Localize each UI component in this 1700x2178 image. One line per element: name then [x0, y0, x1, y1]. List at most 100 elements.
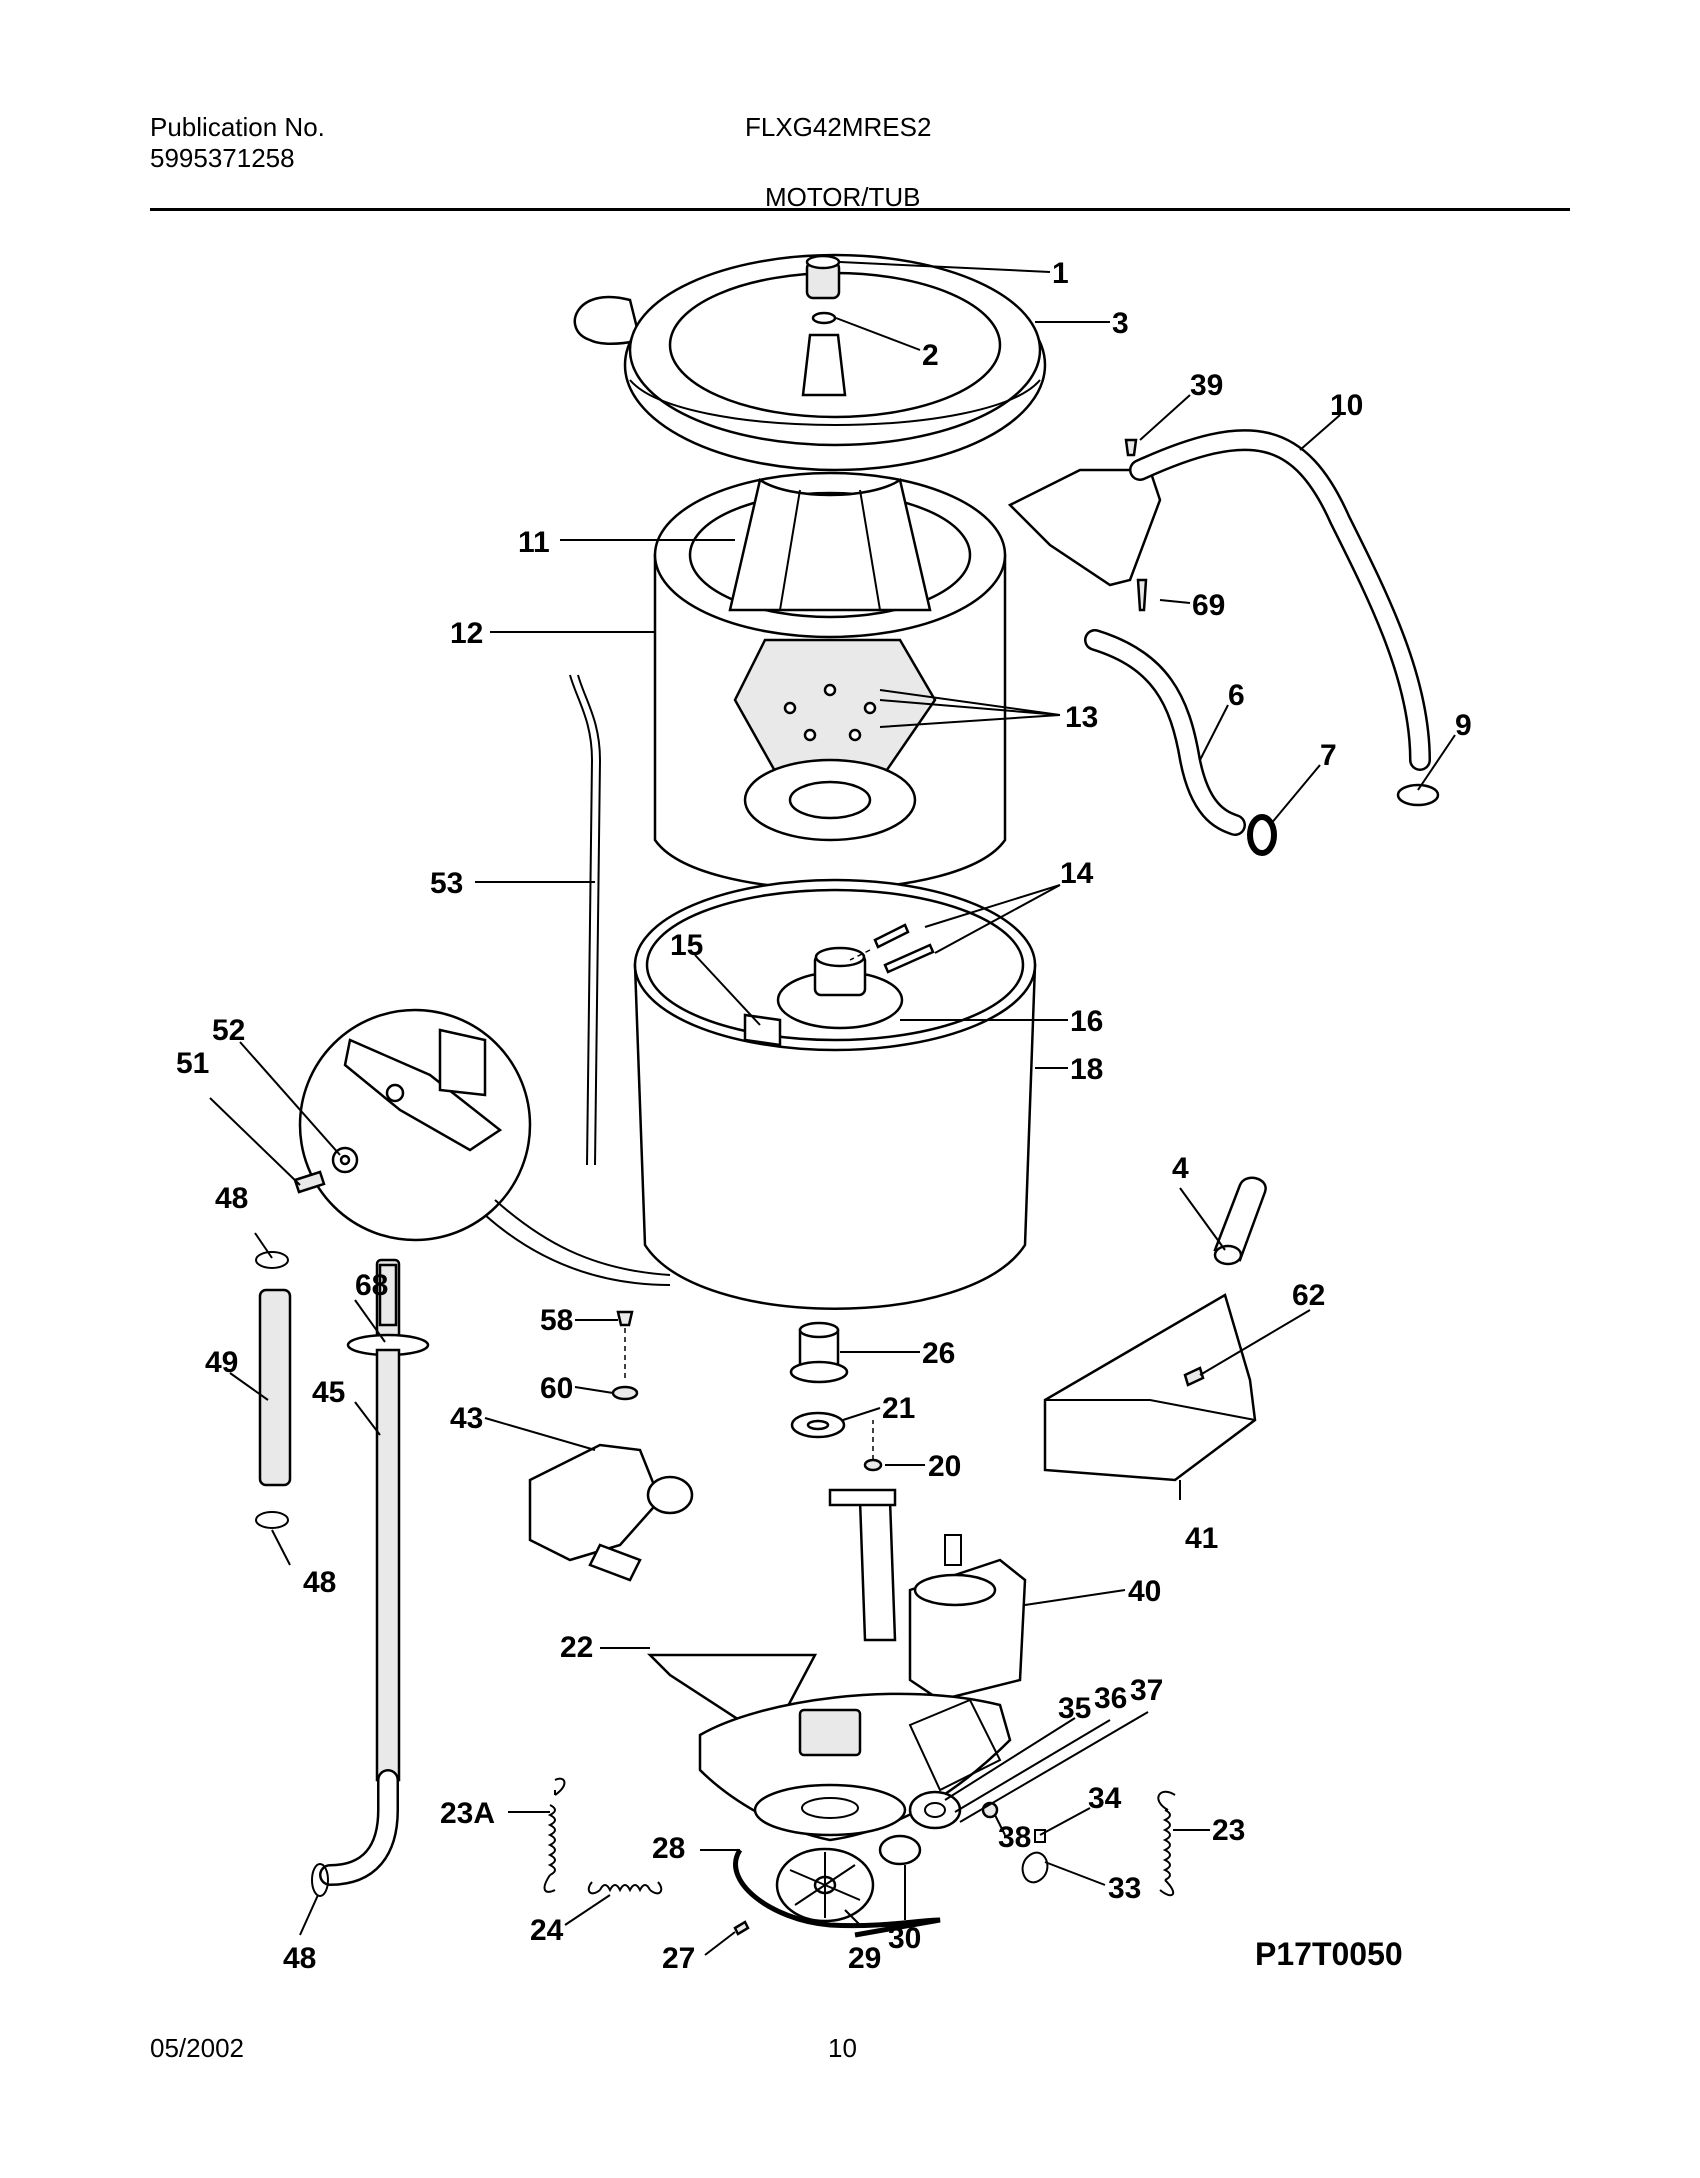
callout-68: 68 — [355, 1269, 388, 1302]
callout-numbers: 1 2 3 39 10 11 69 12 13 6 9 7 53 14 15 1… — [176, 257, 1472, 1975]
washer-60 — [611, 1385, 639, 1401]
callout-16: 16 — [1070, 1005, 1103, 1038]
callout-53: 53 — [430, 867, 463, 900]
page-number: 10 — [828, 2033, 857, 2063]
capacitor-cover — [1043, 1293, 1257, 1482]
capacitor — [1213, 1176, 1267, 1266]
agitator-cap — [805, 254, 841, 300]
tub-seal — [776, 946, 904, 1030]
seal-washer — [811, 311, 837, 325]
screw-51 — [293, 1170, 326, 1194]
callout-43: 43 — [450, 1402, 483, 1435]
callout-14: 14 — [1060, 857, 1094, 890]
callout-48-bottom: 48 — [283, 1942, 316, 1975]
callout-52: 52 — [212, 1014, 245, 1047]
spring-33-34 — [1021, 1829, 1049, 1884]
callout-28: 28 — [652, 1832, 685, 1865]
callout-2: 2 — [922, 339, 939, 372]
section-title: MOTOR/TUB — [765, 182, 921, 212]
callout-15: 15 — [670, 929, 703, 962]
callout-39: 39 — [1190, 369, 1223, 402]
leader-lines — [209, 261, 1456, 1956]
callout-6: 6 — [1228, 679, 1245, 712]
drain-hose — [1086, 631, 1244, 834]
callout-48-middle: 48 — [303, 1566, 336, 1599]
callout-23a: 23A — [440, 1797, 495, 1830]
header-rule — [150, 208, 1570, 211]
callout-22: 22 — [560, 1631, 593, 1664]
belt-28 — [733, 1848, 941, 1938]
callout-60: 60 — [540, 1372, 573, 1405]
footer-date: 05/2002 — [150, 2033, 244, 2063]
callout-21: 21 — [882, 1392, 915, 1425]
callout-20: 20 — [928, 1450, 961, 1483]
mounting-base — [646, 1488, 1012, 1842]
callout-26: 26 — [922, 1337, 955, 1370]
agitator-post — [801, 333, 847, 397]
callout-11: 11 — [518, 526, 550, 559]
detail-inset — [298, 1008, 671, 1286]
callout-36: 36 — [1094, 1682, 1127, 1715]
callout-49: 49 — [205, 1346, 238, 1379]
fill-nozzle — [1007, 468, 1162, 587]
callout-30: 30 — [888, 1922, 921, 1955]
callout-27: 27 — [662, 1942, 695, 1975]
drawing-code: P17T0050 — [1255, 1936, 1403, 1972]
hose-clamp-9 — [1396, 783, 1440, 807]
callout-41: 41 — [1185, 1522, 1218, 1555]
screw-20 — [863, 1420, 883, 1472]
callout-62: 62 — [1292, 1279, 1325, 1312]
callout-18: 18 — [1070, 1053, 1103, 1086]
callout-4: 4 — [1172, 1152, 1189, 1185]
hose-clamps-48 — [255, 1251, 329, 1897]
washer-21 — [790, 1411, 846, 1439]
callout-10: 10 — [1330, 389, 1363, 422]
callout-34: 34 — [1088, 1782, 1122, 1815]
callout-12: 12 — [450, 617, 483, 650]
callout-40: 40 — [1128, 1575, 1161, 1608]
drain-pump — [528, 1443, 694, 1582]
callout-35: 35 — [1058, 1692, 1091, 1725]
callout-37: 37 — [1130, 1674, 1163, 1707]
callout-33: 33 — [1108, 1872, 1141, 1905]
hose-coupling-49 — [258, 1288, 292, 1487]
callout-13: 13 — [1065, 701, 1098, 734]
callout-48-top: 48 — [215, 1182, 248, 1215]
motor — [908, 1534, 1027, 1702]
callout-58: 58 — [540, 1304, 573, 1337]
callout-7: 7 — [1320, 739, 1337, 772]
model-number: FLXG42MRES2 — [745, 112, 932, 142]
spring-23a — [543, 1777, 566, 1893]
callout-24: 24 — [530, 1914, 564, 1947]
pulley-30 — [878, 1834, 922, 1866]
seal-bracket — [743, 1013, 782, 1047]
callout-51: 51 — [176, 1047, 209, 1080]
callout-45: 45 — [312, 1376, 345, 1409]
publication-number: 5995371258 — [150, 143, 295, 173]
callout-38: 38 — [998, 1821, 1031, 1854]
basket-screws — [783, 683, 877, 742]
callout-29: 29 — [848, 1942, 881, 1975]
bearing-26 — [789, 1321, 849, 1384]
hub-35-37 — [908, 1790, 962, 1830]
pulley-29 — [775, 1847, 875, 1923]
spring-24 — [587, 1881, 663, 1895]
seal-bolts — [849, 923, 935, 974]
pin-27 — [733, 1920, 750, 1936]
fill-hose — [1131, 431, 1429, 769]
screw-58 — [616, 1310, 634, 1380]
callout-3: 3 — [1112, 307, 1129, 340]
spring-23 — [1157, 1790, 1176, 1897]
o-ring-7 — [1247, 814, 1277, 856]
pump-hose — [319, 1258, 430, 1886]
agitator — [728, 477, 932, 612]
callout-69: 69 — [1192, 589, 1225, 622]
drain-hose-stop-68 — [378, 1263, 398, 1327]
callout-9: 9 — [1455, 709, 1472, 742]
publication-label: Publication No. — [150, 112, 325, 142]
callout-23: 23 — [1212, 1814, 1245, 1847]
screws-39-69 — [1124, 438, 1148, 612]
suspension-rod — [577, 674, 602, 1166]
callout-1: 1 — [1052, 257, 1069, 290]
